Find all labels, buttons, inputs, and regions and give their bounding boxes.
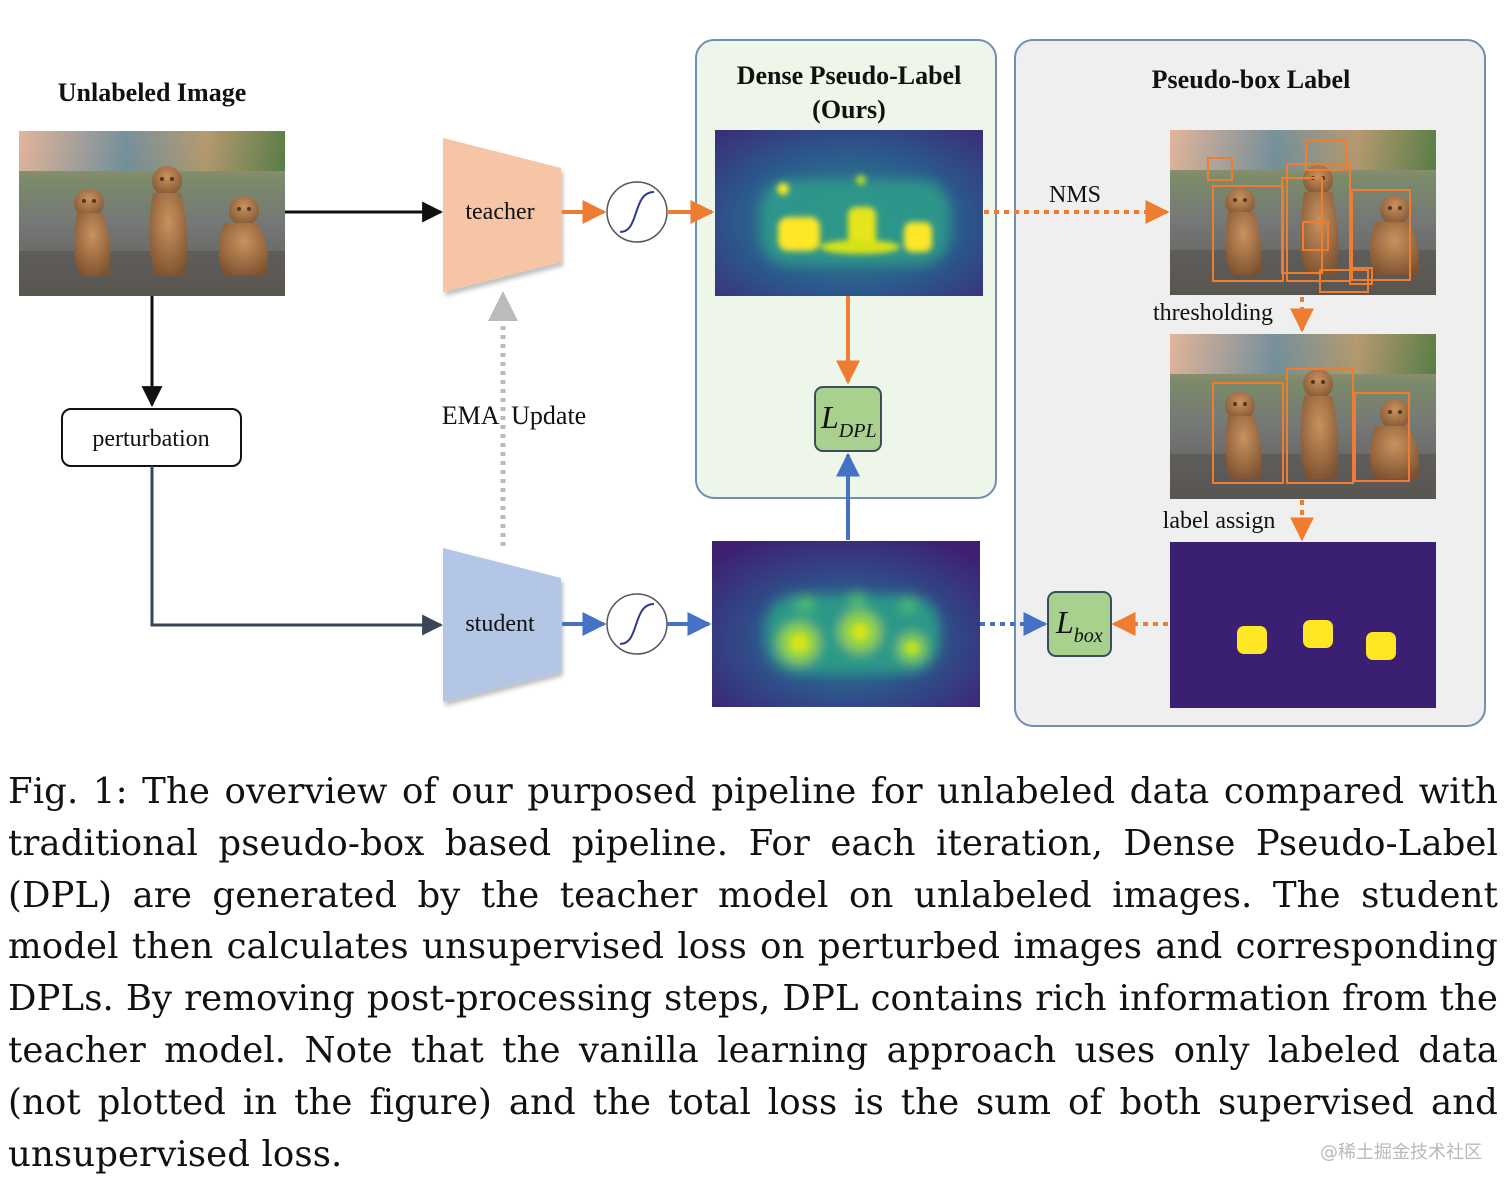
sigmoid-icon-teacher xyxy=(606,181,668,243)
assigned-label-map xyxy=(1170,542,1436,708)
thresholded-boxes-image xyxy=(1170,334,1436,499)
dense-pseudo-label-subtitle: (Ours) xyxy=(812,95,886,124)
arrow-perturbation-to-student xyxy=(150,466,444,636)
figure-caption: Fig. 1: The overview of our purposed pip… xyxy=(8,771,1498,1175)
teacher-dense-heatmap xyxy=(715,130,983,296)
pipeline-diagram: Unlabeled Image Dense Pseudo-Label (Ours… xyxy=(19,39,1486,727)
student-dense-heatmap xyxy=(712,541,980,707)
unlabeled-image-title: Unlabeled Image xyxy=(58,78,247,107)
ema-update-label: EMA Update xyxy=(442,401,586,430)
watermark: @稀土掘金技术社区 xyxy=(1320,1142,1482,1163)
loss-box-label: Lbox xyxy=(1055,604,1103,647)
teacher-network xyxy=(443,138,561,292)
loss-box-box xyxy=(1047,591,1112,657)
label-assign-label: label assign xyxy=(1163,508,1276,534)
dense-pseudo-label-title: Dense Pseudo-Label xyxy=(737,61,962,90)
nms-boxes-image xyxy=(1170,130,1436,295)
student-label: student xyxy=(465,611,535,637)
loss-dpl-label: LDPL xyxy=(820,399,877,442)
teacher-label: teacher xyxy=(465,199,534,225)
pseudo-box-label-title: Pseudo-box Label xyxy=(1152,65,1351,94)
student-network xyxy=(443,548,561,702)
unlabeled-dog-image xyxy=(19,131,285,296)
loss-dpl-box xyxy=(814,386,882,452)
nms-label: NMS xyxy=(1049,182,1101,208)
sigmoid-icon-student xyxy=(606,593,668,655)
thresholding-label: thresholding xyxy=(1153,300,1273,326)
perturbation-label: perturbation xyxy=(92,426,209,452)
